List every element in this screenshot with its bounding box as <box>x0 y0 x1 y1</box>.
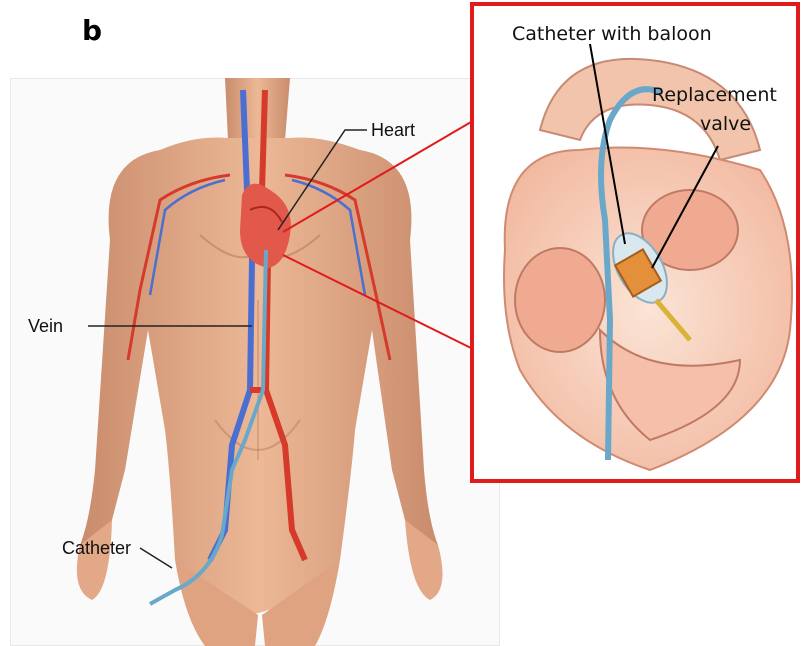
heart-inset <box>472 4 798 481</box>
inset-label-replacement: Replacement <box>652 84 777 106</box>
inset-label-valve: valve <box>700 113 751 135</box>
vein-label: Vein <box>28 316 63 336</box>
human-body <box>77 78 443 646</box>
catheter-label: Catheter <box>62 538 131 558</box>
heart-label: Heart <box>371 120 415 140</box>
inset-label-catheter-with-balloon: Catheter with baloon <box>512 23 712 45</box>
catheter-leader-line <box>140 548 172 568</box>
